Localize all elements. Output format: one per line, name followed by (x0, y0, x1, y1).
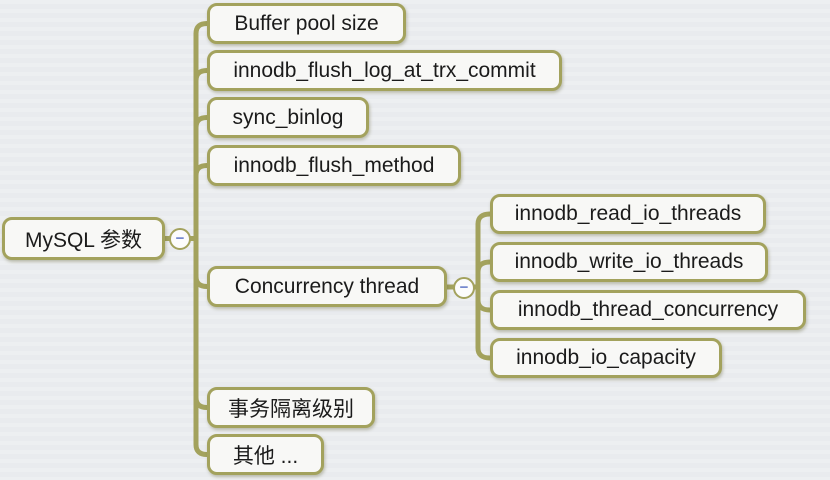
mindmap-node-concurrency-thread[interactable]: Concurrency thread (207, 266, 447, 307)
node-label: innodb_flush_log_at_trx_commit (233, 58, 536, 82)
collapse-minus-icon: − (175, 229, 185, 247)
node-label: innodb_flush_method (233, 153, 435, 177)
node-label: innodb_thread_concurrency (517, 298, 779, 321)
node-label: sync_binlog (232, 105, 344, 129)
mindmap-node-transaction-isolation-level[interactable]: 事务隔离级别 (207, 387, 375, 428)
mindmap-node-buffer-pool-size[interactable]: Buffer pool size (207, 3, 406, 44)
node-label: innodb_write_io_threads (514, 250, 744, 273)
collapse-button-concurrency-thread[interactable]: − (453, 277, 475, 299)
collapse-minus-icon: − (459, 278, 469, 296)
node-label: innodb_read_io_threads (514, 202, 742, 225)
mindmap-node-other[interactable]: 其他 ... (207, 434, 324, 475)
node-label: MySQL 参数 (24, 228, 143, 252)
mindmap-node-innodb-write-io-threads[interactable]: innodb_write_io_threads (490, 242, 768, 282)
node-label: Concurrency thread (234, 274, 420, 298)
node-label: Buffer pool size (234, 11, 379, 35)
mindmap-node-innodb-thread-concurrency[interactable]: innodb_thread_concurrency (490, 290, 806, 330)
mindmap-node-innodb-io-capacity[interactable]: innodb_io_capacity (490, 338, 722, 378)
mindmap-root-node[interactable]: MySQL 参数 (2, 217, 165, 260)
node-label: innodb_io_capacity (516, 346, 696, 369)
mindmap-node-sync-binlog[interactable]: sync_binlog (207, 97, 369, 138)
node-label: 事务隔离级别 (228, 397, 354, 421)
mindmap-node-innodb-read-io-threads[interactable]: innodb_read_io_threads (490, 194, 766, 234)
node-label: 其他 ... (232, 444, 299, 468)
mindmap-node-innodb-flush-method[interactable]: innodb_flush_method (207, 145, 461, 186)
mindmap-node-innodb-flush-log-at-trx-commit[interactable]: innodb_flush_log_at_trx_commit (207, 50, 562, 91)
collapse-button-root[interactable]: − (169, 228, 191, 250)
